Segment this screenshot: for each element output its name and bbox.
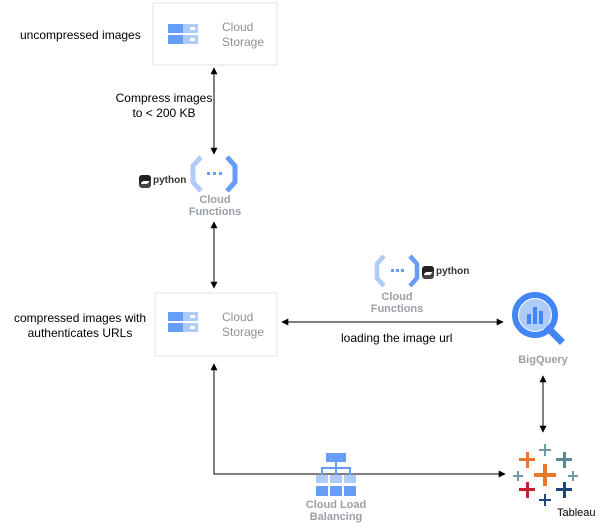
compressed-images-label-line2: authenticates URLs [27, 326, 133, 340]
python-right-label: python [436, 266, 470, 277]
python-icon [422, 266, 434, 279]
connector-storage-mid-to-tableau [210, 363, 506, 478]
compressed-images-label-line1: compressed images with [14, 311, 147, 325]
cloud-storage-mid-subtitle: Storage [222, 325, 265, 339]
uncompressed-images-label: uncompressed images [20, 28, 141, 42]
loading-image-url-label: loading the image url [341, 331, 453, 345]
cloud-functions-icon [190, 155, 238, 193]
cloud-load-balancing-icon [316, 453, 356, 496]
cloud-functions-icon [374, 254, 420, 288]
cloud-storage-mid-title: Cloud [222, 310, 254, 324]
python-left-label: python [153, 175, 187, 186]
cloud-functions-right-label-line2: Functions [370, 303, 424, 315]
cloud-storage-top-card [152, 2, 278, 66]
cloud-storage-icon [168, 312, 198, 332]
cloud-storage-icon [168, 24, 198, 44]
cloud-load-balancing-label-line2: Balancing [309, 511, 363, 523]
cloud-storage-top-title: Cloud [222, 20, 254, 34]
bigquery-label: BigQuery [518, 354, 568, 366]
cloud-functions-left-label-line1: Cloud [199, 194, 231, 206]
tableau-label: Tableau [557, 507, 596, 519]
python-icon [139, 175, 151, 188]
compress-label-line2: to < 200 KB [132, 106, 196, 120]
compress-label-line1: Compress images [115, 91, 213, 105]
cloud-load-balancing-label-line1: Cloud Load [305, 499, 367, 511]
cloud-functions-right-label-line1: Cloud [381, 291, 413, 303]
bigquery-icon [512, 292, 565, 345]
cloud-storage-top-subtitle: Storage [222, 35, 265, 49]
cloud-functions-left-label-line2: Functions [188, 206, 242, 218]
tableau-icon [513, 444, 578, 506]
